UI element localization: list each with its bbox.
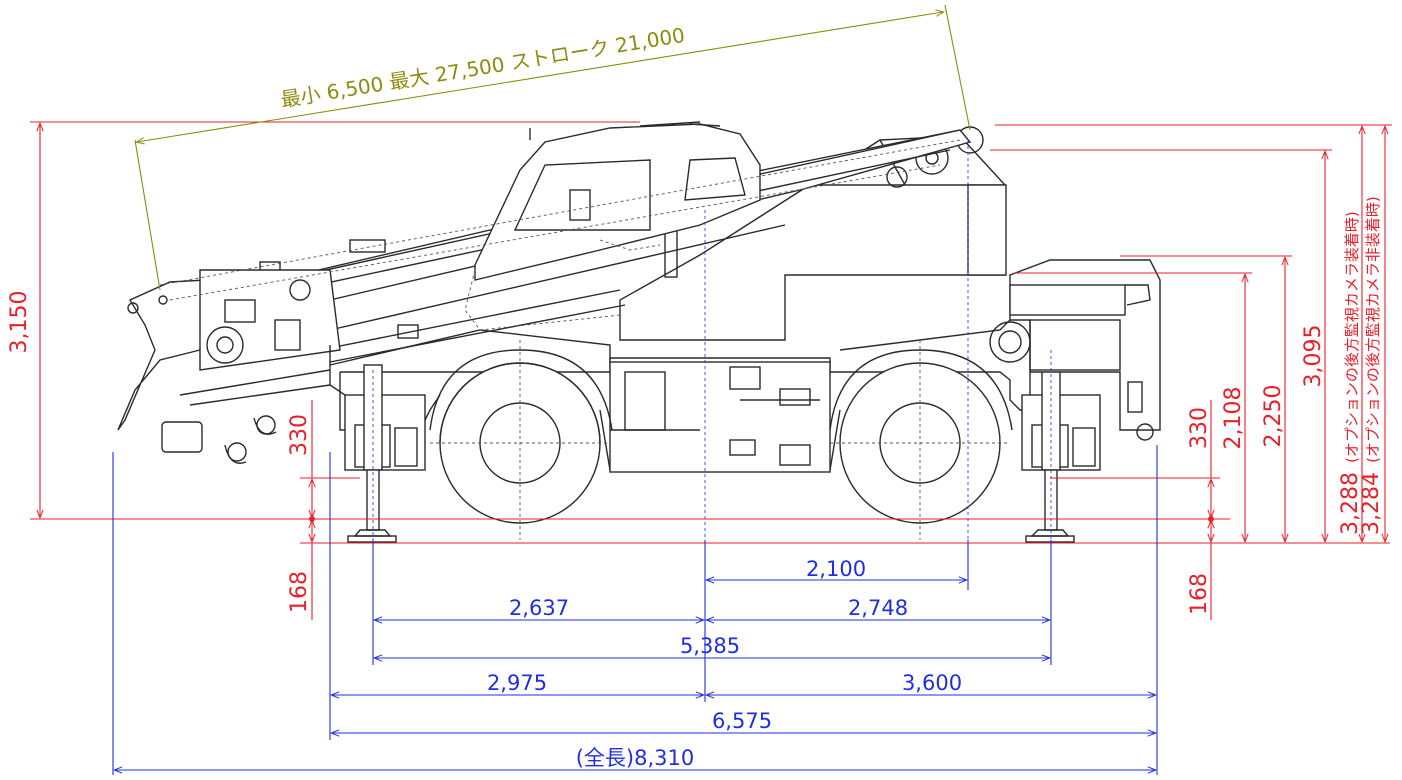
rear-fender <box>829 349 1013 431</box>
front-clearance-label: 330 <box>287 414 312 456</box>
height-with-camera-label: 3,288 <box>1338 472 1363 535</box>
center-frame-box <box>609 361 831 473</box>
dim-2637-label: 2,637 <box>509 596 569 620</box>
rear-float-label: 168 <box>1187 573 1212 615</box>
height-without-camera-note: (オプションの後方監視カメラ非装着時) <box>1364 196 1382 463</box>
carrier-frame <box>329 299 1031 473</box>
height-without-camera-group: 3,284 (オプションの後方監視カメラ非装着時) <box>1359 196 1384 535</box>
dim-2748-label: 2,748 <box>848 596 908 620</box>
engine-cover-height-label: 2,250 <box>1261 385 1286 448</box>
height-without-camera-label: 3,284 <box>1359 472 1384 535</box>
boom-length-label: 最小 6,500 最大 27,500 ストローク 21,000 <box>279 23 687 112</box>
height-with-camera-group: 3,288 (オプションの後方監視カメラ装着時) <box>1338 211 1363 535</box>
engine-section <box>989 259 1161 441</box>
rear-clearance-label: 330 <box>1187 407 1212 449</box>
dim-2975-label: 2,975 <box>487 671 547 695</box>
deck-height-label: 2,108 <box>1221 387 1246 450</box>
center-lines <box>159 139 1052 540</box>
upper-structure <box>619 126 1007 341</box>
dim-3600-label: 3,600 <box>902 671 962 695</box>
front-outrigger <box>344 364 426 543</box>
dim-6575-label: 6,575 <box>712 709 772 733</box>
dim-2100-label: 2,100 <box>806 557 866 581</box>
rear-outrigger <box>1021 364 1101 543</box>
dim-overall-length-label: (全長)8,310 <box>576 746 695 770</box>
boom-rest-height-label: 3,095 <box>1301 325 1326 388</box>
boom-head <box>117 269 346 464</box>
dim-5385-label: 5,385 <box>680 634 740 658</box>
front-fender <box>429 349 613 431</box>
front-float-label: 168 <box>287 571 312 613</box>
height-with-camera-note: (オプションの後方監視カメラ装着時) <box>1343 211 1361 463</box>
crane-line-art <box>117 121 1161 543</box>
overall-height-label: 3,150 <box>7 291 32 354</box>
horizontal-dimensions: 2,100 2,637 2,748 5,385 2,975 3,600 6,57… <box>112 445 1158 775</box>
